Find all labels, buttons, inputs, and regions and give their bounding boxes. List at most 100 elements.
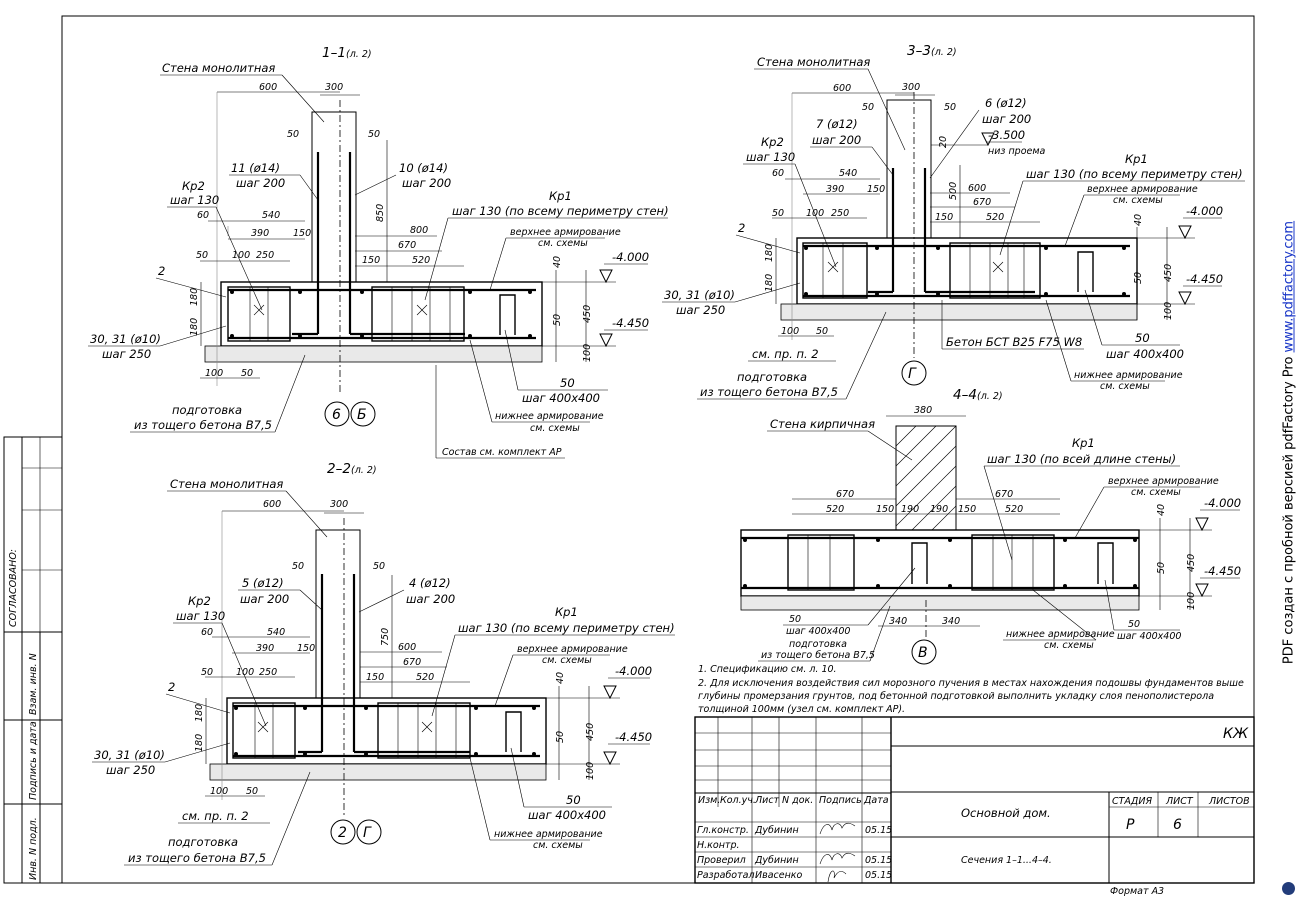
dim: 390 (251, 228, 269, 239)
dim: 340 (889, 616, 907, 627)
dim: 100 (205, 368, 223, 379)
section-1-wall-label: Стена монолитная (162, 61, 275, 75)
section-2-see-scheme2: см. схемы (533, 840, 583, 851)
dim: 520 (1005, 504, 1023, 515)
stamp-date-developed: 05.15 (865, 870, 892, 881)
dim: 150 (867, 184, 885, 195)
stamp-sheet-label: ЛИСТ (1165, 796, 1194, 807)
dim: 520 (412, 255, 430, 266)
section-1-pos50-step: шаг 400х400 (522, 391, 600, 405)
stamp-header-sheet: Лист (754, 795, 780, 806)
dim: 50 (816, 326, 828, 337)
section-3-concrete: Бетон БСТ B25 F75 W8 (946, 335, 1082, 349)
general-notes: 1. Спецификацию см. л. 10. 2. Для исключ… (698, 664, 1244, 715)
section-1-prep: подготовка (172, 403, 242, 417)
dim: 340 (942, 616, 960, 627)
section-2-prep2: из тощего бетона B7,5 (128, 851, 266, 865)
dim: 50 (373, 561, 385, 572)
section-2-prep: подготовка (168, 835, 238, 849)
inv-orig-label: Инв. N подл. (28, 817, 39, 880)
signature-checked (819, 852, 856, 865)
watermark-text: PDF создан с пробной версией pdfFactory … (1281, 220, 1297, 665)
stamp-role-chief: Гл.констр. (697, 825, 749, 836)
section-1-bottom-reinf: нижнее армирование (495, 411, 604, 422)
section-4-pos50b: 50 (1128, 619, 1140, 630)
section-1-pos50: 50 (560, 376, 575, 390)
section-1-kr2-step: шаг 130 (170, 193, 219, 207)
section-2-top-reinf: верхнее армирование (517, 644, 628, 655)
section-4-title: 4–4 (953, 387, 977, 403)
dim: 60 (197, 210, 209, 221)
stamp-header-count: Кол.уч. (720, 795, 756, 806)
dim: 670 (995, 489, 1013, 500)
signature-chief (819, 822, 856, 835)
dim: 50 (287, 129, 299, 140)
section-1-axis-a: 6 (332, 407, 341, 423)
dim: 450 (582, 305, 593, 323)
section-2-axis-a: 2 (338, 825, 347, 841)
dim: 750 (380, 628, 391, 646)
dim: 50 (196, 250, 208, 261)
section-3-bar-left-step: шаг 200 (812, 133, 861, 147)
dim: 180 (194, 704, 205, 722)
dim: 50 (246, 786, 258, 797)
dim: 50 (1133, 272, 1144, 284)
dim: 540 (267, 627, 285, 638)
dim: 150 (366, 672, 384, 683)
dim: 250 (831, 208, 849, 219)
dim: 600 (833, 83, 851, 94)
stamp-sheets-label: ЛИСТОВ (1208, 796, 1250, 807)
dim: 100 (232, 250, 250, 261)
section-3-see-scheme: см. схемы (1113, 195, 1163, 206)
section-3-opening-note: низ проема (988, 146, 1046, 157)
dim: 800 (410, 225, 428, 236)
dim: 100 (1163, 302, 1174, 320)
section-4-level-2: -4.450 (1204, 564, 1241, 578)
dim: 250 (259, 667, 277, 678)
dim: 300 (325, 82, 343, 93)
section-4-4: 4–4 (л. 2) 380 Стена кирпичная В (740, 387, 1241, 665)
dim: 850 (375, 204, 386, 222)
section-3-lean-concrete (780, 303, 1138, 321)
section-1-bars30: 30, 31 (ø10) (90, 332, 161, 346)
dim: 20 (938, 136, 949, 148)
section-1-title: 1–1 (322, 45, 346, 61)
dim: 50 (555, 731, 566, 743)
note-2-line-2: глубины промерзания грунтов, под бетонно… (698, 691, 1214, 702)
stamp-stage-label: СТАДИЯ (1112, 796, 1152, 807)
dim: 50 (368, 129, 380, 140)
dim: 150 (362, 255, 380, 266)
stamp-object: Основной дом. (961, 806, 1051, 820)
dim: 390 (256, 643, 274, 654)
section-4-pos50b-step: шаг 400х400 (1117, 631, 1181, 642)
dim: 670 (973, 197, 991, 208)
dim: 50 (944, 102, 956, 113)
dim: 100 (210, 786, 228, 797)
section-3-kr2-step: шаг 130 (746, 150, 795, 164)
watermark-link[interactable]: www.pdffactory.com (1281, 220, 1297, 353)
dim: 100 (781, 326, 799, 337)
section-4-see-scheme: см. схемы (1131, 487, 1181, 498)
dim: 540 (262, 210, 280, 221)
dim: 380 (914, 405, 932, 416)
section-3-bar-left: 7 (ø12) (816, 117, 858, 131)
section-2-pos50-step: шаг 400х400 (528, 808, 606, 822)
section-2-kr1: Кр1 (555, 605, 578, 619)
dim: 180 (764, 244, 775, 262)
section-2-kr1-step: шаг 130 (по всему периметру стен) (458, 621, 675, 635)
section-3-prep2: из тощего бетона B7,5 (700, 385, 838, 399)
section-2-pos50: 50 (566, 793, 581, 807)
section-2-2: 2–2 (л. 2) Стена монолитная 2 Г (92, 461, 675, 866)
stamp-header-signature: Подпись (819, 795, 862, 806)
dim: 250 (256, 250, 274, 261)
side-stamp: СОГЛАСОВАНО: Взам. инв. N Подпись и дата… (4, 437, 62, 883)
section-3-top-reinf: верхнее армирование (1087, 184, 1198, 195)
section-3-bottom-reinf: нижнее армирование (1074, 370, 1183, 381)
section-3-bars30: 30, 31 (ø10) (664, 288, 735, 302)
section-3-opening: -3.500 (988, 128, 1025, 142)
section-2-footing (226, 697, 547, 765)
dim: 190 (930, 504, 948, 515)
section-4-kr1: Кр1 (1072, 436, 1095, 450)
dim: 520 (826, 504, 844, 515)
